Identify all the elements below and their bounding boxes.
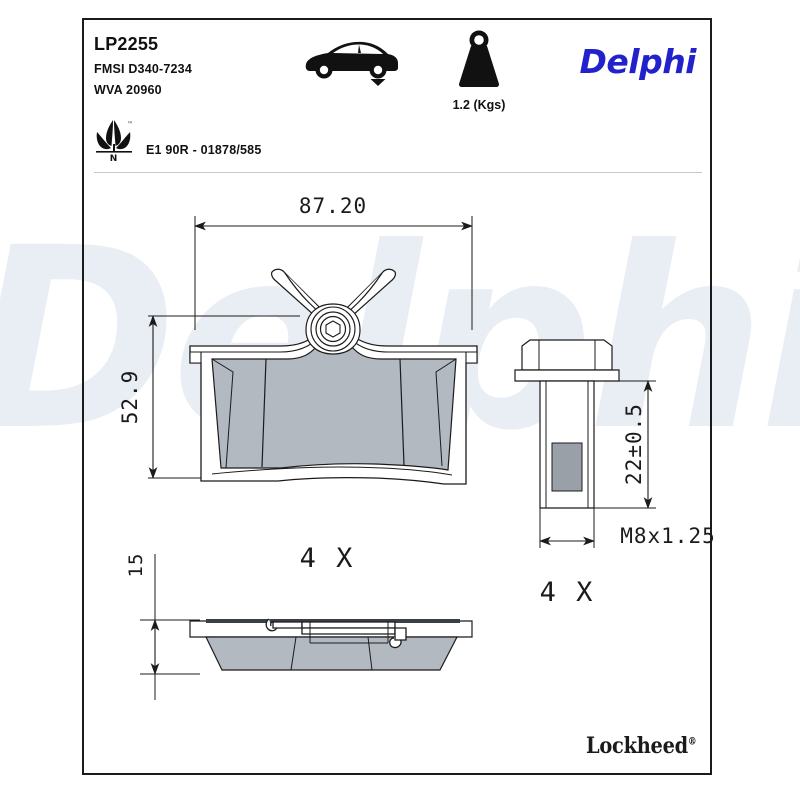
dimension-thickness: [140, 554, 200, 700]
center-hub: [305, 303, 361, 355]
hex-socket: [325, 320, 341, 338]
dimension-bolt-thread-label: M8x1.25: [620, 524, 716, 548]
side-friction-material: [205, 636, 458, 671]
dimension-width: [194, 216, 473, 330]
lockheed-logo: Lockheed®: [585, 733, 697, 759]
bolt-thread-patch: [551, 442, 583, 492]
guide-bolt-view: [514, 339, 656, 548]
plate-notch-right: [465, 351, 478, 364]
eco-leaf-n-icon: N ™: [92, 116, 136, 164]
friction-material: [211, 346, 457, 471]
friction-slot-left: [261, 358, 267, 468]
friction-slot-right: [399, 358, 405, 466]
product-codes-block: LP2255 FMSI D340-7234 WVA 20960: [94, 34, 192, 97]
registered-mark: ®: [687, 736, 696, 748]
product-fmsi-code: FMSI D340-7234: [94, 61, 192, 76]
delphi-logo: Delphi: [579, 42, 696, 81]
header-divider: [94, 172, 702, 173]
plate-notch-left: [189, 351, 202, 364]
svg-text:™: ™: [127, 121, 133, 128]
brake-pad-front-view: [189, 268, 478, 485]
dimension-bolt-length-label: 22±0.5: [622, 403, 646, 485]
product-wva-code: WVA 20960: [94, 82, 162, 97]
approval-block: N ™ E1 90R - 01878/585: [92, 116, 262, 164]
lockheed-text: Lockheed: [585, 733, 688, 759]
quantity-pads-label: 4 X: [300, 543, 355, 574]
quantity-bolts-label: 4 X: [540, 577, 595, 608]
svg-text:N: N: [110, 154, 118, 162]
bolt-flange: [514, 369, 620, 382]
dimension-width-label: 87.20: [299, 194, 367, 218]
ece-approval-code: E1 90R - 01878/585: [146, 143, 262, 157]
bolt-hex-head: [521, 339, 613, 371]
dimension-thickness-label: 15: [125, 553, 147, 578]
side-spring-clip: [265, 618, 407, 649]
brake-pad-side-section-view: [140, 554, 473, 700]
dimension-height-label: 52.9: [118, 370, 142, 425]
product-reference: LP2255: [94, 34, 159, 54]
drawing-frame: LP2255 FMSI D340-7234 WVA 20960 1.2 (Kgs…: [82, 18, 712, 775]
dimension-bolt-thread: [539, 508, 595, 548]
weight-kettlebell-icon: [459, 30, 499, 87]
weight-block: 1.2 (Kgs): [424, 28, 534, 112]
dimension-bolt-length: [594, 380, 656, 509]
car-rear-axle-icon: [302, 34, 402, 91]
weight-value: 1.2 (Kgs): [452, 98, 506, 112]
